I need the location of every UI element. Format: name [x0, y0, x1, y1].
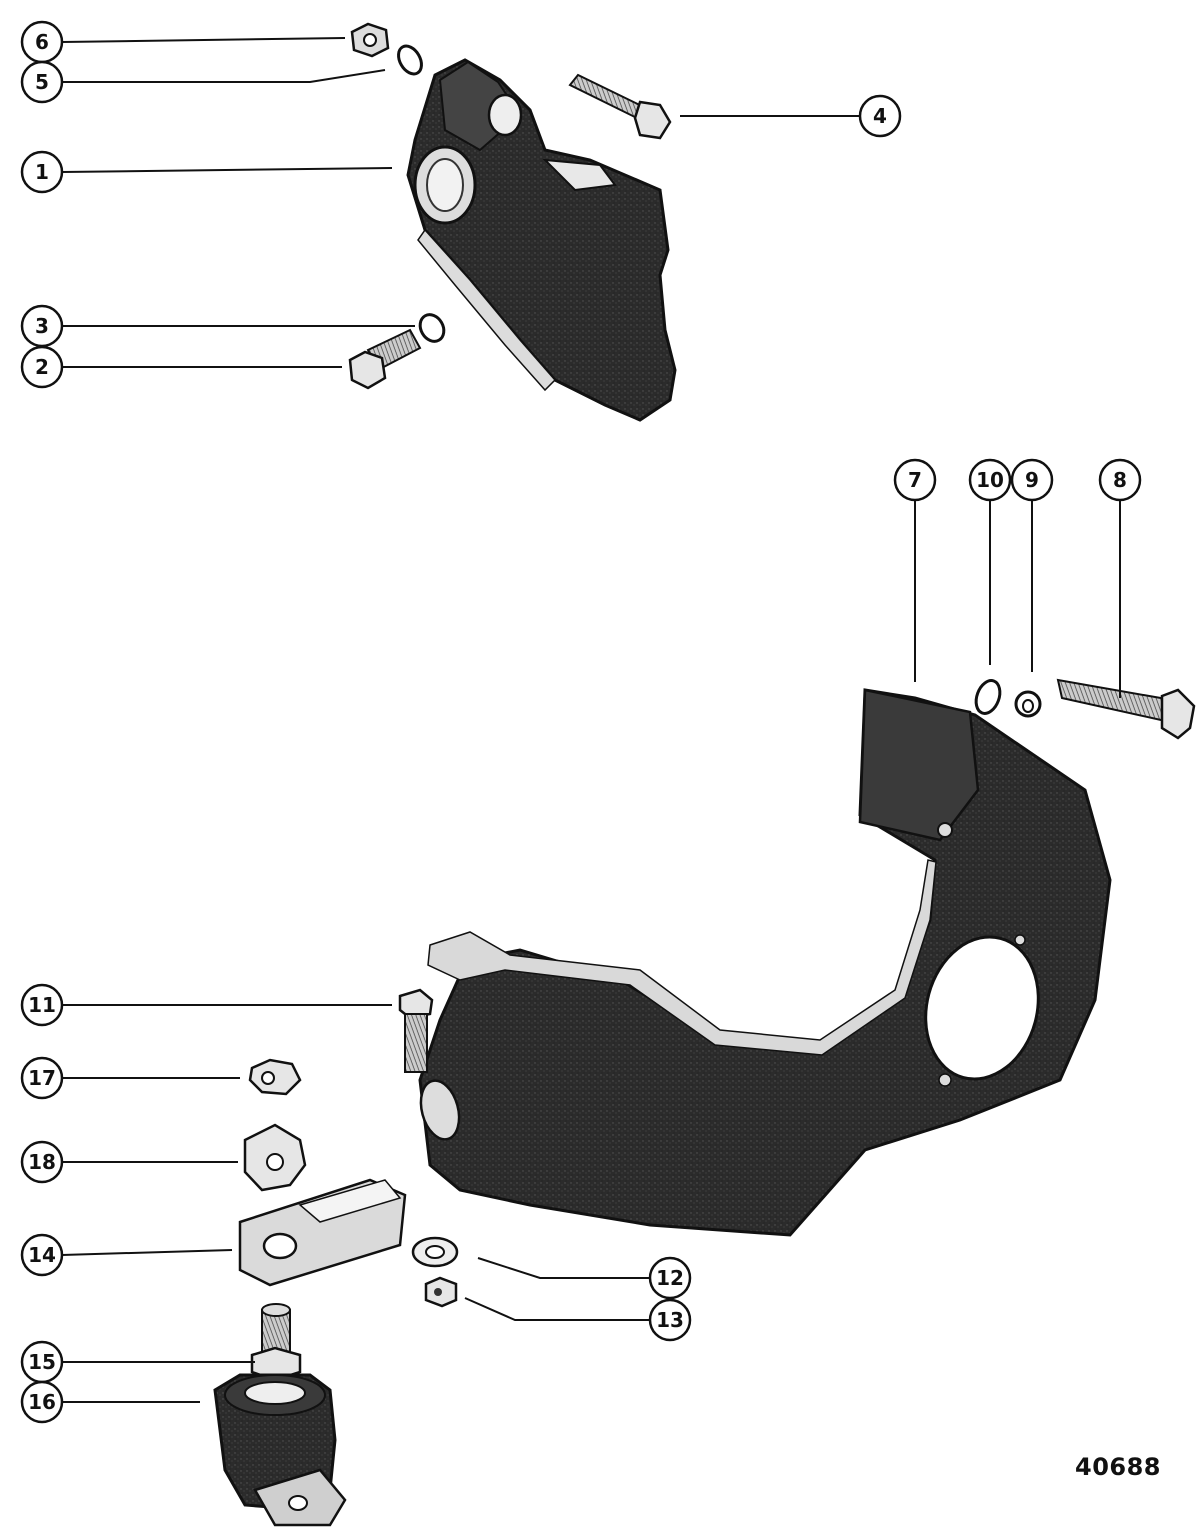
callout-9: 9: [1010, 458, 1054, 502]
part-13-nut: [424, 1276, 458, 1308]
callout-label: 7: [908, 468, 922, 492]
callout-12: 12: [648, 1256, 692, 1300]
part-17-nut: [248, 1058, 302, 1096]
callout-1: 1: [20, 150, 64, 194]
callout-13: 13: [648, 1298, 692, 1342]
callout-6: 6: [20, 20, 64, 64]
callout-14: 14: [20, 1233, 64, 1277]
part-18-lock-clip: [243, 1123, 307, 1192]
part-8-bolt: [1056, 678, 1196, 740]
callout-label: 5: [35, 70, 49, 94]
callout-5: 5: [20, 60, 64, 104]
callout-label: 8: [1113, 468, 1127, 492]
callout-8: 8: [1098, 458, 1142, 502]
part-1-upper-bracket: [406, 58, 677, 422]
callout-label: 17: [28, 1066, 56, 1090]
callout-label: 11: [28, 993, 56, 1017]
leader-lines: [61, 37, 1121, 1403]
callout-label: 2: [35, 355, 49, 379]
callout-label: 10: [976, 468, 1004, 492]
callout-label: 6: [35, 30, 49, 54]
callout-label: 15: [28, 1350, 56, 1374]
part-14-link: [238, 1178, 407, 1287]
part-15-16-engine-mount: [213, 1303, 347, 1527]
part-6-nut: [350, 22, 390, 58]
callout-11: 11: [20, 983, 64, 1027]
callout-3: 3: [20, 304, 64, 348]
part-11-bolt: [398, 988, 434, 1073]
callout-label: 1: [35, 160, 49, 184]
callout-17: 17: [20, 1056, 64, 1100]
part-10-washer: [974, 679, 1002, 715]
callout-18: 18: [20, 1140, 64, 1184]
callout-7: 7: [893, 458, 937, 502]
callout-2: 2: [20, 345, 64, 389]
callout-10: 10: [968, 458, 1012, 502]
callout-label: 14: [28, 1243, 56, 1267]
callout-label: 16: [28, 1390, 56, 1414]
part-7-lower-bracket: [418, 688, 1112, 1237]
callout-4: 4: [858, 94, 902, 138]
part-2-bolt: [348, 328, 422, 390]
callout-label: 13: [656, 1308, 684, 1332]
callout-label: 3: [35, 314, 49, 338]
part-12-washer: [411, 1236, 459, 1268]
part-9-washer: [1014, 690, 1042, 718]
callout-label: 18: [28, 1150, 56, 1174]
callout-label: 4: [873, 104, 887, 128]
callout-label: 9: [1025, 468, 1039, 492]
part-3-washer: [418, 313, 446, 343]
figure-number: 40688: [1075, 1453, 1161, 1481]
callout-15: 15: [20, 1340, 64, 1384]
part-5-washer: [397, 44, 423, 76]
part-4-bolt: [568, 73, 672, 140]
callout-label: 12: [656, 1266, 684, 1290]
callout-16: 16: [20, 1380, 64, 1424]
